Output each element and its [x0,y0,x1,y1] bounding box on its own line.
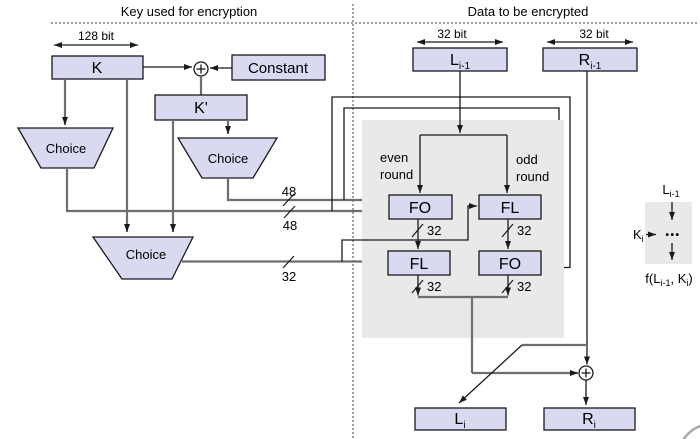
fl-bottom-label: FL [410,256,429,273]
r-output-box [543,407,636,431]
bus32-label-fl-top: 32 [517,223,531,238]
r-input-label: Ri-1 [579,52,602,72]
fo-bottom-label: FO [499,256,521,273]
choice2-box [176,137,279,179]
wire-swap-diagonal-to-l-output [458,344,523,404]
round-function-panel [362,120,564,338]
l-input-label: Li-1 [450,52,470,72]
corner-arc [682,424,700,439]
legend-output-label: f(Li-1, Ki) [645,271,692,288]
title-key-section: Key used for encryption [121,4,258,19]
bus32-label-fo-bottom: 32 [517,279,531,294]
bus-32-label: 32 [282,269,296,284]
l-output-label: Li [454,411,465,431]
even-round-label-line2: round [380,167,413,182]
fl-top-label: FL [501,200,520,217]
fl-top-box [478,194,542,220]
bus-48-top-label: 48 [282,184,296,199]
bus-48-from-choice1 [65,168,387,214]
width-label-32bit-left: 32 bit [437,27,467,41]
width-tick-fl-top-out [501,223,514,238]
choice2-label: Choice [208,151,248,166]
bus-48-bottom-label: 48 [283,218,297,233]
legend-function-dots: ••• [665,230,680,241]
title-data-section: Data to be encrypted [468,4,589,19]
choice3-box [91,236,195,280]
k-prime-box [154,94,248,121]
xor1-icon [193,61,209,77]
legend-key-label: Ki [633,227,644,244]
odd-round-label-line1: odd [516,152,538,167]
bus-48-from-choice2 [226,178,387,203]
bus-width-tick-32 [282,255,295,269]
k-label: K [92,60,103,77]
bus32-label-fl-bottom: 32 [427,279,441,294]
l-output-box [414,407,507,431]
fo-top-label: FO [409,200,431,217]
choice1-label: Choice [46,141,86,156]
fo-top-box [388,194,453,220]
r-output-label: Ri [582,411,596,431]
bus-width-tick-48-bottom [283,205,296,219]
constant-label: Constant [248,60,309,77]
bus-width-tick-48-top [282,193,295,207]
width-tick-fo-top-out [411,223,424,238]
odd-round-label-line2: round [516,169,549,184]
xor2-icon [578,365,594,381]
width-label-128bit: 128 bit [78,29,115,43]
legend-input-label: Li-1 [662,182,679,199]
bus32-label-fo-top: 32 [427,223,441,238]
choice3-label: Choice [126,247,166,262]
wire-bus32-branch-to-fl-top [341,203,477,262]
even-round-label-line1: even [380,150,408,165]
choice1-box [16,127,115,169]
width-label-32bit-right: 32 bit [579,27,609,41]
fo-bottom-box [478,250,542,276]
fl-bottom-box [387,250,451,276]
r-input-box [542,47,638,72]
k-prime-label: K' [194,100,208,117]
